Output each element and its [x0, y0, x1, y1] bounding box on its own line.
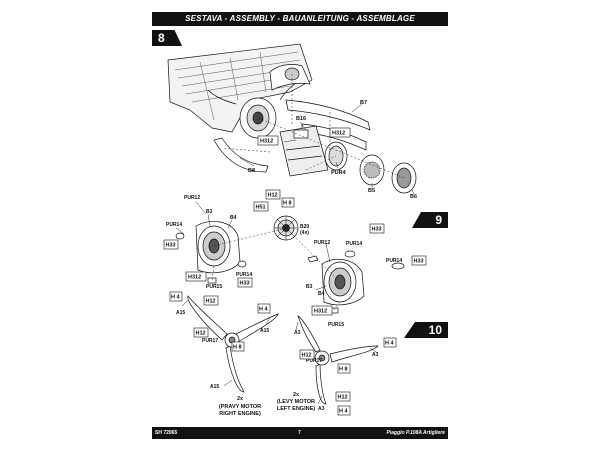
label-b7: B7: [360, 100, 367, 106]
label-pur14-left: PUR14: [166, 222, 182, 228]
label-h33-right: H33: [372, 227, 382, 233]
label-h8-9: H 8: [283, 201, 292, 207]
label-h12-right-bottom: H12: [338, 395, 348, 401]
footer-page-number: 7: [298, 430, 301, 436]
step-badge-10: 10: [404, 322, 448, 338]
footer-code: SH 72065: [155, 430, 178, 436]
part-b7-panel: [285, 99, 371, 131]
label-a15-right: A15: [260, 328, 269, 334]
label-h8-right: H 8: [339, 367, 348, 373]
label-b20-qty: (4x): [300, 230, 309, 236]
label-h4-right-top: H 4: [385, 341, 395, 347]
label-pur4: PUR4: [331, 170, 347, 176]
label-pur17-left: PUR17: [202, 338, 218, 344]
part-pur14-left: [237, 260, 247, 268]
label-a15-bottom: A15: [210, 384, 219, 390]
label-a3-right: A3: [372, 352, 379, 358]
step8-boxed-labels: H312 H312: [257, 127, 351, 146]
step9-labels: PUR12 B3 B4 PUR14 PUR14 PUR15 B20 (4x) P…: [166, 195, 402, 328]
part-pur15-left: [207, 277, 217, 284]
step8-drawing: [167, 43, 417, 195]
label-b4-right: B4: [318, 291, 325, 297]
label-h33-left-b: H33: [240, 281, 250, 287]
label-pur15-right: PUR15: [328, 322, 344, 328]
step10-captions: 2x (PRAVY MOTOR RIGHT ENGINE) 2x (LEVY M…: [219, 392, 315, 417]
label-pur14-right: PUR14: [346, 241, 362, 247]
caption-left-en: RIGHT ENGINE): [219, 411, 261, 417]
caption-right-qty: 2x: [293, 392, 300, 398]
step9-guide-lines: [211, 227, 341, 311]
page-footer: SH 72065 7 Piaggio P.108A Artigliere: [152, 427, 448, 439]
label-h4-left-top: H 4: [171, 295, 181, 301]
label-b20: B20: [300, 224, 309, 230]
label-b4-left: B4: [230, 215, 237, 221]
caption-right-cz: (LEVY MOTOR: [277, 399, 315, 405]
label-h12-left-top: H12: [206, 299, 216, 305]
part-b8-panel: [213, 137, 269, 173]
footer-model-name: Piaggio P.108A Artigliere: [386, 430, 445, 436]
step8-guide-lines: [221, 74, 405, 179]
label-pur14-right-b: PUR14: [386, 258, 402, 264]
label-b3-right: B3: [306, 284, 313, 290]
label-h33-left: H33: [166, 243, 176, 249]
part-pur14-top: [344, 250, 356, 258]
label-h8-left: H 8: [233, 345, 242, 351]
label-pur15-left: PUR15: [206, 284, 222, 290]
label-pur12-right: PUR12: [314, 240, 330, 246]
caption-right-en: LEFT ENGINE): [277, 406, 315, 412]
step8-labels: B7 B16 B8 PUR4 B5 B6: [248, 100, 417, 200]
caption-left-cz: (PRAVY MOTOR: [219, 404, 261, 410]
label-a3-bottom: A3: [318, 406, 325, 412]
label-h312-left-9: H312: [188, 275, 201, 281]
header-title: SESTAVA - ASSEMBLY - BAUANLEITUNG - ASSE…: [185, 14, 415, 23]
step9-drawing: [175, 201, 405, 314]
label-h312-top: H312: [332, 131, 345, 137]
step9-boxed-labels: H33 H312 H33 H12 H 8 H51 H33 H33 H312: [163, 189, 427, 316]
label-pur17-right: PUR17: [306, 358, 322, 364]
step10-labels: A15 A15 PUR17 A15 A3 A3 PUR17 A3: [176, 310, 379, 412]
label-b8: B8: [248, 168, 255, 174]
step10-boxed-labels: H 4 H12 H 4 H12 H 8 H 4 H12 H 8 H12 H 4: [169, 291, 397, 416]
label-pur12-left: PUR12: [184, 195, 200, 201]
label-b6: B6: [410, 194, 417, 200]
part-pur14-right: [391, 262, 405, 270]
caption-left-qty: 2x: [237, 396, 244, 402]
label-h51: H51: [256, 205, 266, 211]
label-h4-right-bottom: H 4: [339, 409, 349, 415]
label-h12-9: H12: [268, 193, 278, 199]
label-b3-left: B3: [206, 209, 213, 215]
label-a15-top: A15: [176, 310, 185, 316]
label-h12-left-mid: H12: [196, 331, 206, 337]
label-b16: B16: [296, 116, 306, 122]
label-h4-left-right: H 4: [259, 307, 269, 313]
propeller-right: [297, 315, 379, 405]
part-b16: [279, 125, 329, 177]
label-b5: B5: [368, 188, 375, 194]
step-badge-9: 9: [412, 212, 448, 228]
step-badge-8: 8: [152, 30, 182, 46]
label-a3-left: A3: [294, 330, 301, 336]
label-h312-left: H312: [260, 139, 273, 145]
label-h312-right-9: H312: [314, 309, 327, 315]
page-header: SESTAVA - ASSEMBLY - BAUANLEITUNG - ASSE…: [152, 12, 448, 26]
label-pur14-left-b: PUR14: [236, 272, 252, 278]
label-h33-right-b: H33: [414, 259, 424, 265]
label-h12-right-mid: H12: [302, 353, 312, 359]
